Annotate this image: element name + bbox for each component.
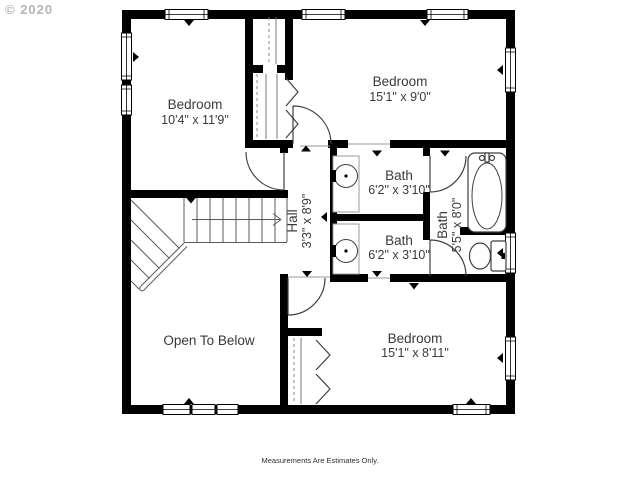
window-bottom-bedroom-br xyxy=(452,404,491,415)
wall-bath-divider xyxy=(330,214,430,221)
wall-closet-divider-b xyxy=(277,65,293,73)
marker-window-left xyxy=(133,52,139,62)
toilet-flush-button xyxy=(501,253,505,259)
marker-door-bedroom-tr xyxy=(301,145,311,152)
wall-outer-bottom xyxy=(122,405,515,414)
label-bedroom-tl-name: Bedroom xyxy=(168,97,223,112)
window-left-2 xyxy=(121,84,132,116)
label-bath-bottom-dims: 6'2" x 3'10" xyxy=(368,248,430,262)
door-bath-right-bottom xyxy=(429,239,467,277)
window-right-bedroom-br xyxy=(505,336,516,381)
wall-closet-west xyxy=(245,14,253,148)
copyright-watermark: © 2020 xyxy=(5,2,54,17)
window-left-1 xyxy=(121,32,132,81)
closet-rods xyxy=(256,17,302,404)
door-bedroom-tl xyxy=(245,151,285,191)
wall-bath3-west-a xyxy=(423,148,430,156)
stair-direction-arrow xyxy=(192,213,282,226)
wall-outer-left xyxy=(122,10,131,414)
door-bedroom-br xyxy=(287,277,326,316)
door-bath-right-top xyxy=(429,155,467,193)
marker-window-right-bath xyxy=(497,248,503,258)
wall-south-of-baths-b xyxy=(330,274,368,282)
wall-closet-east xyxy=(285,14,293,80)
wall-bedroom-tl-bottom xyxy=(122,190,288,198)
marker-door-bath-right-top xyxy=(440,150,450,157)
sink-faucet xyxy=(331,170,336,182)
window-bottom-1 xyxy=(162,404,191,415)
window-top-3 xyxy=(426,9,469,20)
bifold-closet-top xyxy=(285,77,299,139)
marker-opening-bath-top xyxy=(372,150,382,157)
window-right-bedroom-tr xyxy=(505,47,516,93)
label-bath-top-name: Bath xyxy=(385,168,413,183)
window-bottom-3 xyxy=(216,404,239,415)
door-bedroom-tr xyxy=(292,105,332,145)
window-bottom-2 xyxy=(191,404,216,415)
label-bath-bottom-name: Bath xyxy=(385,233,413,248)
windows xyxy=(121,9,516,415)
label-bedroom-tr-name: Bedroom xyxy=(373,74,428,89)
label-bedroom-tr-dims: 15'1" x 9'0" xyxy=(369,90,431,104)
wall-outer-right xyxy=(506,10,515,414)
toilet xyxy=(468,240,507,272)
sink-faucet xyxy=(331,245,336,257)
label-hall-dims: 3'3" x 8'9" xyxy=(300,194,314,249)
marker-stair-top xyxy=(186,197,196,204)
wall-closet-divider-a xyxy=(245,65,263,73)
marker-opening-bath-bottom xyxy=(372,271,382,277)
marker-window-right-tr xyxy=(497,65,503,75)
window-right-bath xyxy=(505,232,516,274)
doors xyxy=(245,77,467,405)
marker-window-top-1 xyxy=(184,20,194,26)
label-bath-top-dims: 6'2" x 3'10" xyxy=(368,183,430,197)
sink-bath-top xyxy=(331,155,360,213)
wall-south-of-baths-c xyxy=(390,274,515,282)
stair-winders xyxy=(130,199,180,290)
label-bath-right-dims: 5'5" x 8'0" xyxy=(450,198,464,253)
wall-br-closet-top xyxy=(280,328,322,336)
marker-window-bottom-left xyxy=(184,398,194,404)
window-top-2 xyxy=(301,9,346,20)
label-bedroom-tl-dims: 10'4" x 11'9" xyxy=(161,113,229,127)
cased-openings xyxy=(288,143,390,279)
bifold-closet-bottom xyxy=(315,339,331,405)
wall-hall-west-stub xyxy=(280,148,288,153)
bathtub-faucet xyxy=(484,152,490,163)
wall-closet-bottom xyxy=(245,140,293,148)
bathtub xyxy=(467,152,507,233)
wall-bath3-west-b xyxy=(423,192,430,240)
label-bath-right-name: Bath xyxy=(435,211,450,239)
sink-bath-bottom xyxy=(331,223,360,275)
stair-rail-edge xyxy=(139,242,188,292)
disclaimer-text: Measurements Are Estimates Only. xyxy=(261,456,379,465)
label-bedroom-br-name: Bedroom xyxy=(388,331,443,346)
wall-bedroom-tr-bottom-a xyxy=(328,140,348,148)
room-labels: Bedroom 10'4" x 11'9" Bedroom 15'1" x 9'… xyxy=(161,74,464,360)
wall-bedroom-br-west xyxy=(280,274,288,414)
marker-door-bedroom-br xyxy=(302,271,312,277)
marker-window-top-3 xyxy=(420,20,430,26)
label-bedroom-br-dims: 15'1" x 8'11" xyxy=(381,346,449,360)
label-hall-name: Hall xyxy=(285,209,300,232)
marker-window-right-br xyxy=(497,353,503,363)
wall-bedroom-tr-bottom-b xyxy=(390,140,506,148)
marker-window-bottom-right xyxy=(466,398,476,404)
marker-hall-wall xyxy=(321,212,327,222)
label-open-to-below: Open To Below xyxy=(163,333,255,348)
opening-markers xyxy=(133,20,503,404)
stairs xyxy=(130,198,288,292)
marker-bedroom-br-top xyxy=(409,283,419,290)
window-top-1 xyxy=(164,9,209,20)
